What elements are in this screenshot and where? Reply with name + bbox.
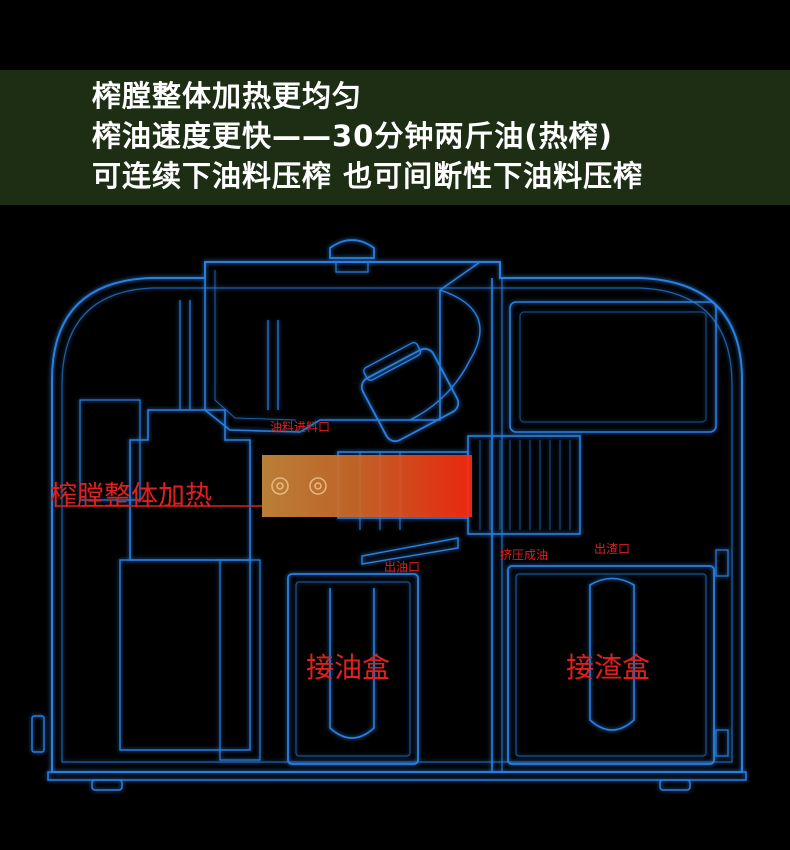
machine-inner-shell xyxy=(61,287,733,763)
label-chamber-heating: 榨膛整体加热 xyxy=(50,481,212,512)
label-feed-inlet: 油料进料口 xyxy=(270,420,331,434)
residue-box-handle xyxy=(589,577,635,731)
label-residue-box: 接渣盒 xyxy=(566,651,651,684)
label-oil-outlet: 出油口 xyxy=(384,560,421,574)
oil-outlet-tray xyxy=(361,537,459,565)
machine-base xyxy=(47,771,747,781)
heated-chamber xyxy=(262,455,472,517)
screw-end-box xyxy=(467,435,581,535)
oil-box-handle xyxy=(329,588,375,739)
motor-cylinder xyxy=(360,347,460,443)
residue-box xyxy=(507,565,715,765)
foot-right xyxy=(659,779,691,791)
headline-line-2: 榨油速度更快——30分钟两斤油(热榨) xyxy=(92,119,613,153)
chamber-bolt-right xyxy=(309,477,327,495)
label-press-oil: 挤压成油 xyxy=(500,548,549,562)
lid-knob xyxy=(329,239,375,259)
foot-left xyxy=(91,779,123,791)
label-oil-box: 接油盒 xyxy=(306,651,391,684)
headline-line-3: 可连续下油料压榨 也可间断性下油料压榨 xyxy=(92,159,644,193)
headline-line-1: 榨膛整体加热更均匀 xyxy=(92,79,363,113)
label-residue-outlet: 出渣口 xyxy=(594,542,631,556)
oil-box xyxy=(287,573,419,765)
side-switch xyxy=(31,715,45,753)
right-window xyxy=(509,301,717,433)
machine-outer-shell xyxy=(51,261,743,773)
hopper xyxy=(204,261,481,433)
chamber-bolt-left xyxy=(271,477,289,495)
headline-banner xyxy=(0,70,790,205)
